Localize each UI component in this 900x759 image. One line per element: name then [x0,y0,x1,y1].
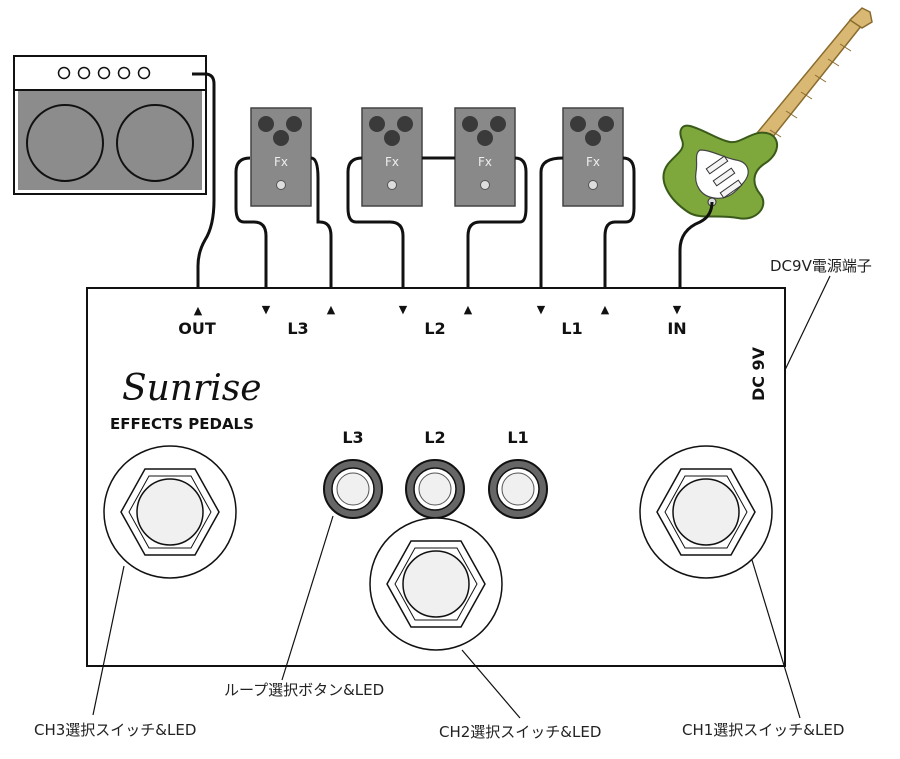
fx-pedal-3 [454,107,516,207]
loop-button-l2[interactable] [405,459,465,519]
l2-return-arrow-icon: ▲ [464,303,473,316]
amplifier [13,55,207,195]
jack-label-l3: L3 [287,319,308,338]
l1-return-arrow-icon: ▲ [601,303,610,316]
loop-led-label-l1: L1 [507,428,528,447]
annotation-ch2: CH2選択スイッチ&LED [439,723,601,741]
amp-speaker-left [26,104,104,182]
annotation-loop-buttons: ループ選択ボタン&LED [224,681,384,699]
annotation-ch1: CH1選択スイッチ&LED [682,721,844,739]
amp-speaker-right [116,104,194,182]
fx-pedal-4 [562,107,624,207]
jack-label-in: IN [667,319,686,338]
fx-pedal-3-label: Fx [478,155,492,169]
jack-label-l1: L1 [561,319,582,338]
amp-knobs [57,66,151,80]
l1-send-arrow-icon: ▼ [537,303,546,316]
loop-led-label-l3: L3 [342,428,363,447]
fx-pedal-2-label: Fx [385,155,399,169]
brand-subtitle: EFFECTS PEDALS [110,415,254,433]
loop-led-label-l2: L2 [424,428,445,447]
guitar [662,7,873,220]
ch1-footswitch[interactable] [639,445,773,579]
l3-return-arrow-icon: ▲ [327,303,336,316]
l2-send-arrow-icon: ▼ [399,303,408,316]
in-arrow-icon: ▼ [673,303,682,316]
annotation-ch3: CH3選択スイッチ&LED [34,721,196,739]
jack-label-out: OUT [178,319,216,338]
ch3-footswitch[interactable] [103,445,237,579]
leader-lines [92,275,831,719]
fx-pedal-4-label: Fx [586,155,600,169]
out-arrow-icon: ▲ [194,304,203,317]
annotation-dc-jack: DC9V電源端子 [770,257,872,275]
jack-label-l2: L2 [424,319,445,338]
fx-pedal-1-label: Fx [274,155,288,169]
cables [192,72,714,290]
dc-jack-label: DC 9V [749,346,768,401]
ch2-footswitch[interactable] [369,517,503,651]
fx-pedal-2 [361,107,423,207]
brand-logo: Sunrise [122,368,262,409]
loop-button-l1[interactable] [488,459,548,519]
loop-button-l3[interactable] [323,459,383,519]
l3-send-arrow-icon: ▼ [262,303,271,316]
